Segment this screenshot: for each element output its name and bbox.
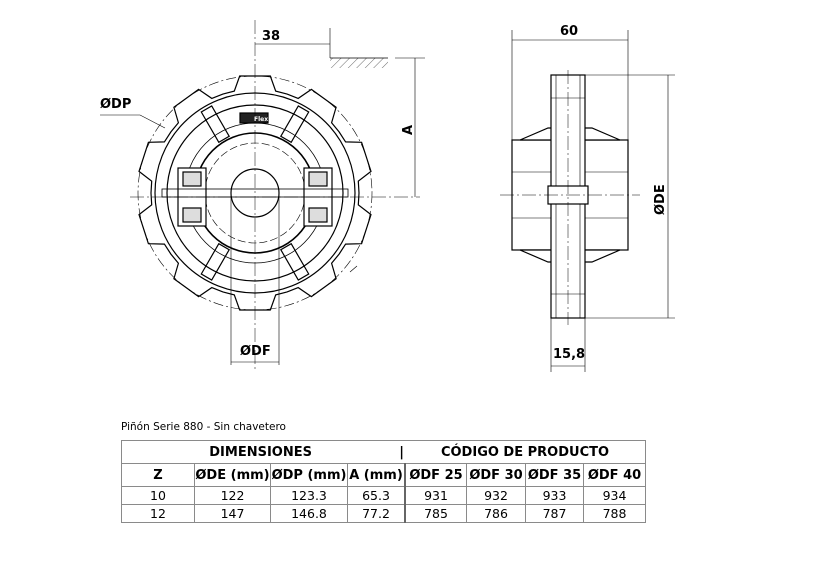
- group-product-code: CÓDIGO DE PRODUCTO: [405, 440, 646, 464]
- front-view: [100, 20, 425, 370]
- table-cell: 931: [404, 486, 467, 505]
- table-cell: 788: [583, 504, 646, 523]
- table-cell: 146.8: [270, 504, 348, 523]
- logo-text: Flex: [254, 116, 268, 123]
- logo-plate: [239, 112, 269, 124]
- table-cell: 123.3: [270, 486, 348, 505]
- column-header: ØDF 25: [404, 463, 467, 487]
- column-header: ØDE (mm): [194, 463, 271, 487]
- dim-label-dp: ØDP: [100, 97, 131, 112]
- sprocket-teeth-outline: [138, 75, 372, 311]
- dim-label-a: A: [401, 125, 416, 135]
- dim-label-38: 38: [262, 29, 280, 44]
- bolt-head: [182, 171, 202, 187]
- dim-label-60: 60: [560, 24, 578, 39]
- dim-label-df: ØDF: [240, 344, 271, 359]
- column-header: ØDF 35: [525, 463, 584, 487]
- technical-drawing: 38 A ØDP ØDF Flex 60 ØDE 15,8: [100, 20, 675, 372]
- spoke: [200, 105, 231, 144]
- column-header: ØDF 30: [466, 463, 526, 487]
- dim-label-15-8: 15,8: [553, 347, 585, 362]
- column-header: ØDF 40: [583, 463, 646, 487]
- dim-label-de: ØDE: [653, 184, 668, 215]
- table-cell: 786: [466, 504, 526, 523]
- table-cell: 147: [194, 504, 271, 523]
- table-cell: 12: [121, 504, 195, 523]
- table-cell: 933: [525, 486, 584, 505]
- spoke: [200, 242, 231, 281]
- table-caption: Piñón Serie 880 - Sin chavetero: [121, 421, 286, 433]
- spoke: [279, 105, 310, 144]
- table-cell: 932: [466, 486, 526, 505]
- table-cell: 785: [404, 504, 467, 523]
- table-cell: 10: [121, 486, 195, 505]
- column-header: ØDP (mm): [270, 463, 348, 487]
- group-header-row: DIMENSIONES| CÓDIGO DE PRODUCTO: [121, 440, 646, 464]
- group-dimensions: DIMENSIONES|: [121, 440, 405, 464]
- column-header: Z: [121, 463, 195, 487]
- spokes: [200, 105, 310, 281]
- column-header: A (mm): [347, 463, 406, 487]
- spoke: [279, 242, 310, 281]
- table-cell: 934: [583, 486, 646, 505]
- table-cell: 122: [194, 486, 271, 505]
- side-view: [500, 30, 675, 372]
- bolt-head: [182, 207, 202, 223]
- table-cell: 77.2: [347, 504, 406, 523]
- hatched-reference: [330, 58, 388, 68]
- bolt-head: [308, 171, 328, 187]
- dp-leader: [100, 114, 166, 129]
- table-cell: 65.3: [347, 486, 406, 505]
- bolt-head: [308, 207, 328, 223]
- table-cell: 787: [525, 504, 584, 523]
